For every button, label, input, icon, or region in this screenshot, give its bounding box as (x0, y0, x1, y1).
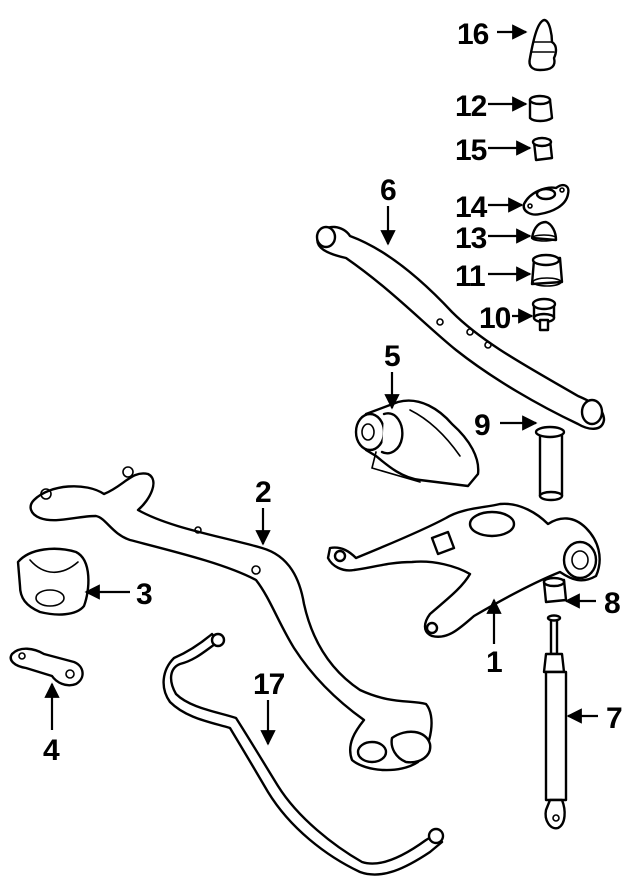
part-15-nut[interactable] (531, 136, 554, 162)
leader-lines (44, 24, 598, 746)
callout-14: 14 (455, 191, 488, 224)
part-1-control-arm[interactable] (326, 502, 601, 638)
part-9-dust-cover[interactable] (534, 425, 566, 502)
part-5-bracket-bushing[interactable] (354, 399, 480, 488)
callout-17: 17 (253, 668, 285, 701)
callout-15: 15 (455, 134, 487, 167)
callout-16: 16 (457, 18, 489, 51)
part-4-link-bracket[interactable] (9, 647, 84, 687)
part-6-upper-support-bar[interactable] (315, 225, 606, 430)
callout-12: 12 (455, 90, 487, 123)
callout-labels: 16 12 15 14 13 11 10 6 5 9 2 3 4 17 1 8 … (43, 18, 623, 767)
callout-5: 5 (384, 340, 400, 373)
callout-9: 9 (474, 409, 490, 442)
part-17-stabilizer-bar[interactable] (162, 632, 445, 876)
callout-2: 2 (255, 476, 271, 509)
callout-10: 10 (479, 302, 511, 335)
part-14-upper-mount-plate[interactable] (522, 183, 570, 216)
callout-4: 4 (43, 734, 60, 767)
callout-11: 11 (455, 260, 485, 293)
callout-6: 6 (380, 174, 396, 207)
part-10-bushing[interactable] (531, 297, 557, 332)
part-13-cap[interactable] (530, 220, 558, 242)
part-12-cap[interactable] (528, 94, 554, 123)
callout-13: 13 (455, 222, 487, 255)
part-3-bushing-bracket[interactable] (16, 547, 90, 616)
callout-1: 1 (486, 646, 502, 679)
part-2-crossmember[interactable] (29, 466, 433, 772)
part-8-bushing[interactable] (542, 576, 568, 604)
part-7-shock-absorber[interactable] (542, 614, 568, 830)
callout-7: 7 (606, 702, 622, 735)
callout-8: 8 (604, 587, 620, 620)
part-16-boot[interactable] (528, 18, 558, 72)
callout-3: 3 (136, 578, 152, 611)
part-11-mount[interactable] (530, 253, 564, 287)
